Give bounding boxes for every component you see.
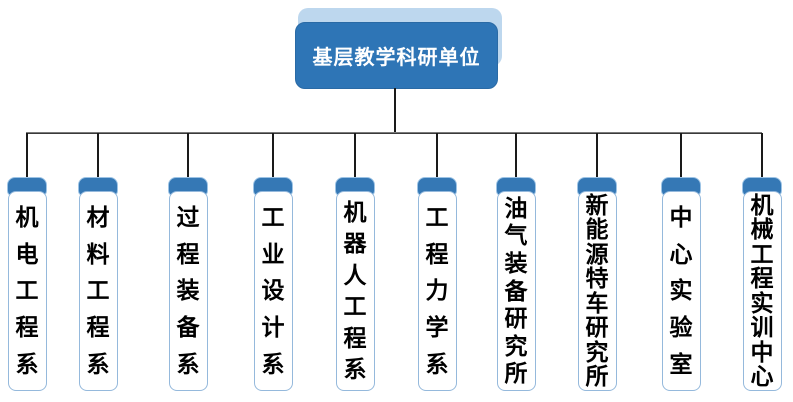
department-label: 油气装备研究所 — [504, 194, 528, 387]
connector-drop-line — [515, 133, 517, 177]
department-node-youqi: 油气装备研究所 — [496, 133, 536, 391]
department-node-guocheng: 过程装备系 — [168, 133, 208, 391]
department-label: 机电工程系 — [15, 203, 39, 378]
department-box: 机电工程系 — [7, 177, 47, 391]
connector-drop-line — [187, 133, 189, 177]
department-box: 机器人工程系 — [335, 177, 375, 391]
connector-drop-line — [97, 133, 99, 177]
department-node-zhongxin-shiyanshi: 中心实验室 — [661, 133, 701, 391]
node-body: 工业设计系 — [253, 191, 293, 391]
node-body: 机电工程系 — [7, 191, 47, 391]
department-node-xinnengyuan: 新能源特车研究所 — [577, 133, 617, 391]
node-body: 机械工程实训中心 — [742, 191, 782, 391]
department-box: 油气装备研究所 — [496, 177, 536, 391]
department-box: 工业设计系 — [253, 177, 293, 391]
department-box: 新能源特车研究所 — [577, 177, 617, 391]
department-label: 机器人工程系 — [343, 198, 367, 383]
department-node-jiqiren: 机器人工程系 — [335, 133, 375, 391]
department-label: 新能源特车研究所 — [585, 191, 609, 390]
connector-root-stem — [394, 88, 396, 133]
department-node-lixue: 工程力学系 — [417, 133, 457, 391]
department-label: 工程力学系 — [425, 203, 449, 378]
department-node-gongye-sheji: 工业设计系 — [253, 133, 293, 391]
root-node-label: 基层教学科研单位 — [312, 47, 481, 69]
department-box: 机械工程实训中心 — [742, 177, 782, 391]
connector-drop-line — [26, 133, 28, 177]
node-body: 材料工程系 — [78, 191, 118, 391]
node-body: 新能源特车研究所 — [577, 191, 617, 391]
connector-drop-line — [436, 133, 438, 177]
node-body: 过程装备系 — [168, 191, 208, 391]
department-node-cailiao: 材料工程系 — [78, 133, 118, 391]
connector-drop-line — [272, 133, 274, 177]
node-body: 工程力学系 — [417, 191, 457, 391]
department-label: 工业设计系 — [261, 203, 285, 378]
node-body: 油气装备研究所 — [496, 191, 536, 391]
department-label: 过程装备系 — [176, 203, 200, 378]
node-body: 机器人工程系 — [335, 191, 375, 391]
department-label: 中心实验室 — [669, 203, 693, 378]
connector-horizontal-line — [26, 132, 762, 134]
department-label: 材料工程系 — [86, 203, 110, 378]
root-node: 基层教学科研单位 — [295, 22, 498, 89]
department-node-jidian: 机电工程系 — [7, 133, 47, 391]
department-box: 中心实验室 — [661, 177, 701, 391]
connector-drop-line — [761, 133, 763, 177]
connector-drop-line — [354, 133, 356, 177]
department-box: 材料工程系 — [78, 177, 118, 391]
department-label: 机械工程实训中心 — [750, 191, 774, 390]
connector-drop-line — [680, 133, 682, 177]
department-box: 过程装备系 — [168, 177, 208, 391]
department-node-shixun-zhongxin: 机械工程实训中心 — [742, 133, 782, 391]
connector-drop-line — [596, 133, 598, 177]
node-body: 中心实验室 — [661, 191, 701, 391]
department-box: 工程力学系 — [417, 177, 457, 391]
